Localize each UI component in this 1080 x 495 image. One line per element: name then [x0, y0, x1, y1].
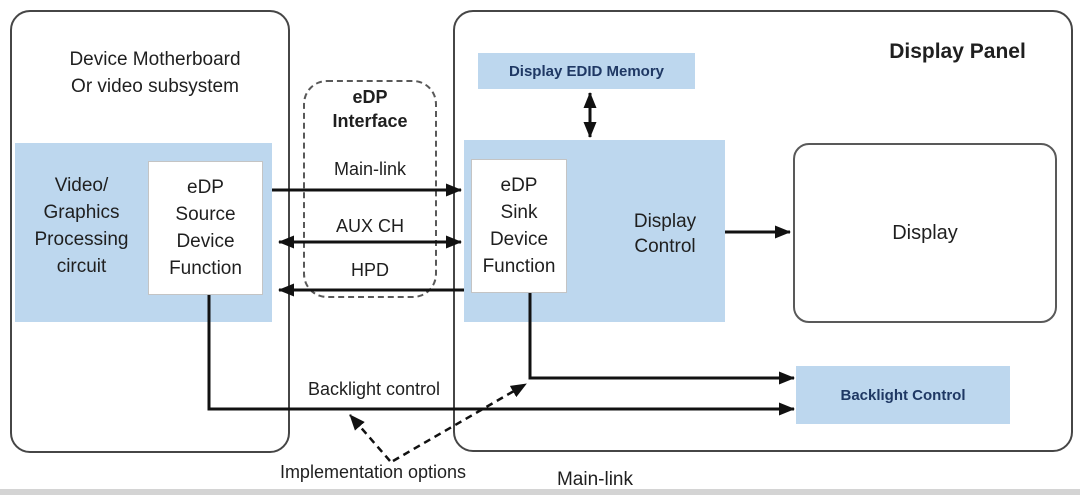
implementation-option-pointer-left: [349, 414, 391, 462]
device-motherboard-box: [10, 10, 290, 453]
display-panel-title: Display Panel: [889, 40, 1026, 63]
main-link-label: Main-link: [333, 159, 407, 179]
sink-label-line1: eDP: [500, 175, 538, 196]
processing-label-line3: Processing: [34, 228, 129, 250]
device-motherboard-title-line2: Or video subsystem: [71, 76, 239, 97]
edp-source-device-function-box: eDP Source Device Function: [148, 161, 263, 295]
video-graphics-processing-label: Video/ Graphics Processing circuit: [15, 143, 148, 322]
source-label-line3: Device: [176, 231, 235, 252]
device-motherboard-title-line1: Device Motherboard: [69, 49, 241, 70]
processing-label-line1: Video/: [54, 174, 109, 196]
backlight-control-box: Backlight Control: [796, 366, 1010, 424]
edp-interface-title-line2: Interface: [332, 111, 408, 131]
display-panel-box: [453, 10, 1073, 452]
source-label-line4: Function: [169, 258, 242, 279]
display-edid-memory-box: Display EDID Memory: [478, 53, 695, 89]
display-control-label: Display Control: [585, 209, 745, 259]
implementation-options-label: Implementation options: [279, 462, 467, 482]
display-control-line2: Control: [634, 236, 696, 257]
display-label: Display: [892, 222, 958, 244]
sink-label-line4: Function: [482, 256, 556, 277]
main-link-caption: Main-link: [556, 469, 634, 490]
sink-label-line2: Sink: [500, 202, 538, 223]
display-edid-memory-label: Display EDID Memory: [508, 62, 665, 80]
sink-label-line3: Device: [489, 229, 549, 250]
edp-interface-title: eDP Interface: [303, 85, 437, 133]
display-box: Display: [793, 143, 1057, 323]
source-label-line1: eDP: [187, 177, 224, 198]
display-control-line1: Display: [633, 211, 697, 232]
backlight-control-box-label: Backlight Control: [840, 386, 966, 404]
hpd-label: HPD: [350, 260, 389, 280]
aux-ch-label: AUX CH: [335, 216, 404, 236]
processing-label-line2: Graphics: [43, 201, 120, 223]
bottom-edge-bar: [0, 489, 1080, 495]
backlight-control-wire-label: Backlight control: [307, 379, 441, 399]
source-label-line2: Source: [175, 204, 236, 225]
processing-label-line4: circuit: [56, 255, 107, 277]
edp-sink-device-function-box: eDP Sink Device Function: [471, 159, 567, 293]
edp-interface-title-line1: eDP: [352, 87, 388, 107]
device-motherboard-title: Device Motherboard Or video subsystem: [30, 46, 280, 100]
